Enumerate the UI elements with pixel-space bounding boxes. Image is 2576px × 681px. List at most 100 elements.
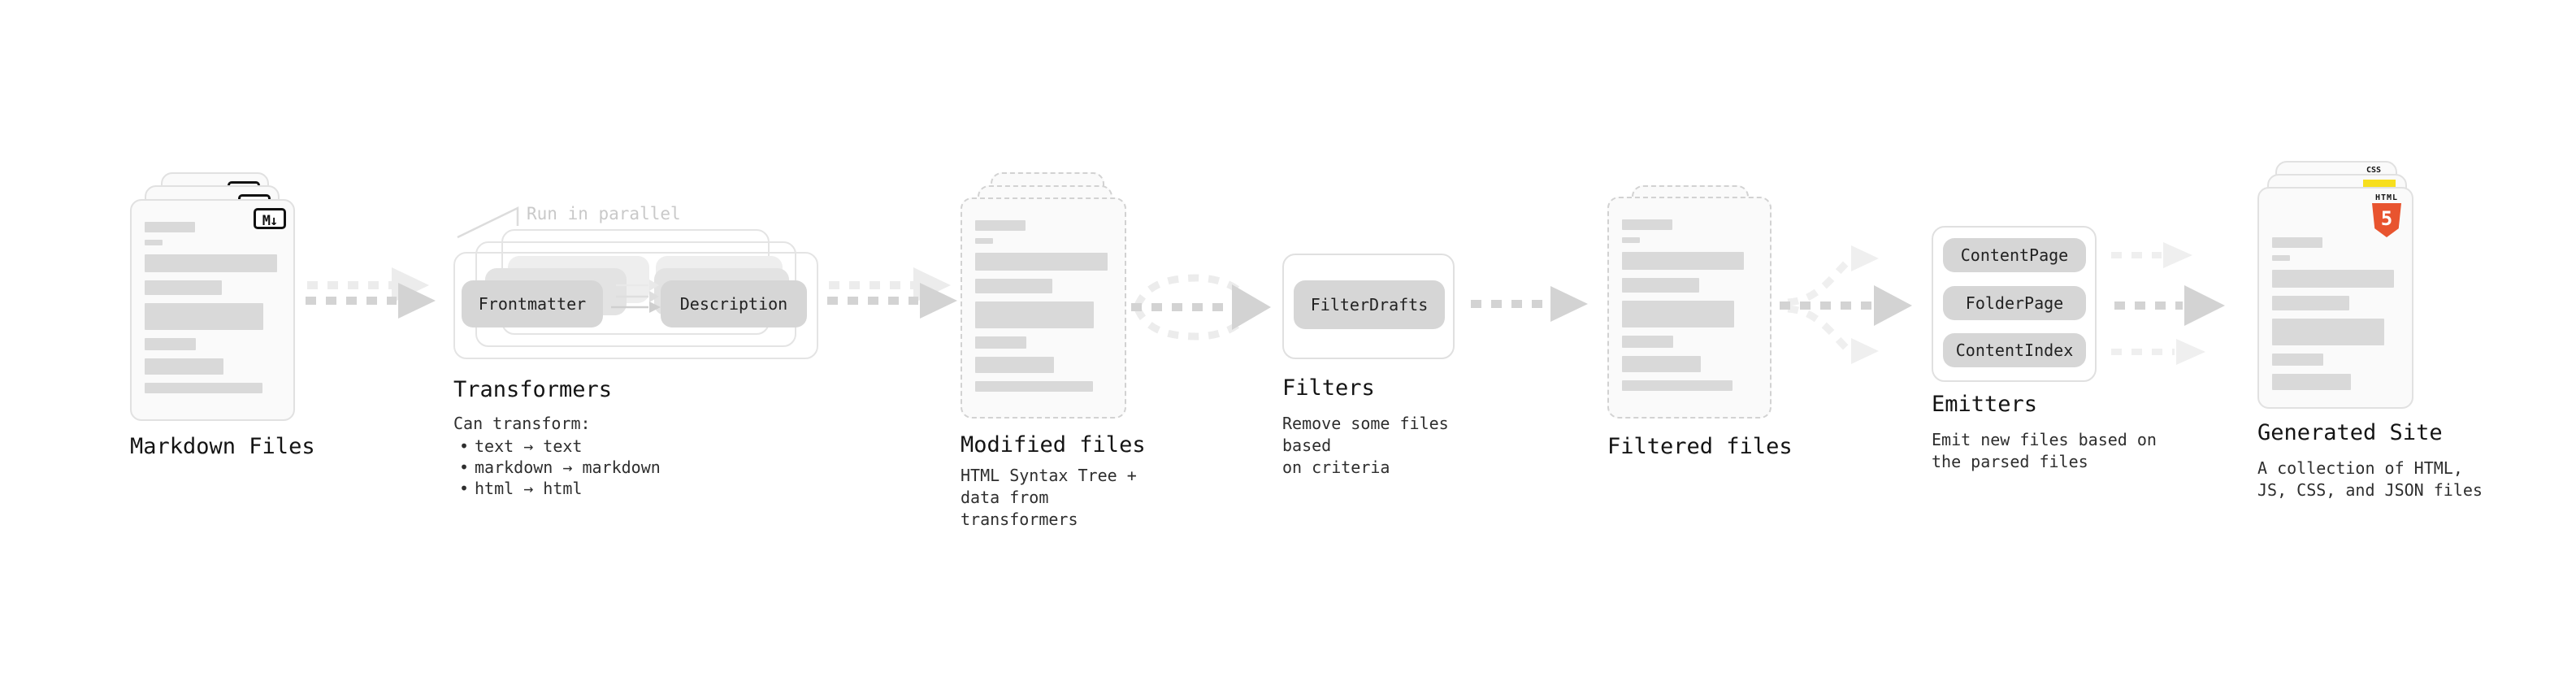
node-filtered-files: Filtered files: [1607, 161, 1802, 470]
filterdrafts-pill: FilterDrafts: [1294, 280, 1445, 329]
bullet-marker: •: [458, 436, 470, 456]
skeleton-bar: [2272, 237, 2322, 248]
arrow-head-faint: [2163, 242, 2192, 268]
skeleton-bar: [975, 381, 1093, 392]
emitters-description: Emit new files based on the parsed files: [1932, 430, 2157, 471]
skeleton-bar: [975, 279, 1052, 293]
node-modified-files: Modified files HTML Syntax Tree + data f…: [961, 161, 1156, 529]
html5-icon-shield: 5: [2372, 203, 2401, 237]
contentpage-pill: ContentPage: [1943, 238, 2086, 272]
skeleton-bar: [1622, 380, 1733, 391]
skeleton-bar: [145, 383, 262, 393]
site-file-card-html: HTML 5: [2257, 187, 2413, 409]
arrow-head-faint: [2176, 339, 2205, 365]
node-generated-site: CSS HTML 5 Generated Site A collectio: [2257, 159, 2485, 517]
arrow-dash: [2114, 301, 2183, 310]
skeleton-bar: [1622, 278, 1699, 293]
bullet-item: • markdown → markdown: [453, 457, 661, 478]
skeleton-bar: [145, 358, 223, 375]
skeleton-bar: [1622, 237, 1640, 243]
fanout-arrow-filtered-to-emitters: [1780, 245, 1912, 364]
css-icon-label: CSS: [2366, 166, 2382, 175]
skeleton-bar: [145, 240, 163, 245]
markdown-file-card-front: M↓: [130, 199, 295, 421]
filters-title: Filters: [1282, 375, 1375, 401]
markdown-icon: M↓: [254, 208, 286, 229]
arrow-dash: [306, 297, 397, 305]
node-emitters: ContentPage FolderPage ContentIndex Emit…: [1932, 226, 2159, 486]
file-skeleton: [975, 220, 1112, 392]
skeleton-bar: [145, 222, 195, 232]
filtered-files-title: Filtered files: [1607, 434, 1793, 459]
skeleton-bar: [1622, 301, 1734, 327]
file-skeleton: [1622, 219, 1757, 391]
arrow-dash-faint: [2111, 252, 2162, 258]
skeleton-bar: [145, 338, 196, 350]
skeleton-bar: [1622, 252, 1744, 270]
skeleton-bar: [975, 301, 1094, 328]
bullet-marker: •: [458, 458, 470, 477]
file-skeleton: [145, 222, 280, 393]
skeleton-bar: [1622, 356, 1701, 372]
skeleton-bar: [975, 220, 1026, 231]
arrow-dash: [1471, 300, 1549, 308]
html5-icon: HTML 5: [2370, 193, 2404, 237]
skeleton-bar: [2272, 354, 2323, 366]
mini-arrow-icon: [611, 301, 661, 313]
contentindex-pill: ContentIndex: [1943, 333, 2086, 367]
skeleton-bar: [2272, 374, 2351, 390]
emitters-title: Emitters: [1932, 392, 2038, 417]
arrow-head: [398, 283, 436, 319]
filters-description: Remove some files based on criteria: [1282, 414, 1449, 477]
skeleton-bar: [2272, 270, 2394, 288]
modified-files-title: Modified files: [961, 432, 1146, 458]
bullet-text: text → text: [475, 436, 583, 456]
skeleton-bar: [975, 238, 993, 244]
arrow-dash: [827, 297, 918, 305]
modified-files-description: HTML Syntax Tree + data from transformer…: [961, 466, 1137, 529]
description-pill: Description: [661, 280, 807, 327]
node-filters: FilterDrafts Filters Remove some files b…: [1282, 254, 1494, 481]
html5-icon-label: HTML: [2374, 193, 2399, 202]
node-transformers: Run in parallel Frontmatter Description …: [453, 202, 843, 510]
transformers-title: Transformers: [453, 377, 613, 402]
skeleton-bar: [1622, 219, 1672, 230]
arrow-head: [920, 283, 957, 319]
run-in-parallel-label: Run in parallel: [527, 204, 681, 223]
skeleton-bar: [2272, 296, 2349, 310]
arrow-dash-ghost: [307, 281, 392, 289]
merge-arrow-modified-to-filters: [1131, 274, 1271, 340]
skeleton-bar: [145, 280, 222, 295]
skeleton-bar: [145, 303, 263, 330]
bullet-item: • html → html: [453, 478, 661, 499]
bullet-marker: •: [458, 479, 470, 498]
triple-arrow-emitters-to-site: [2111, 237, 2266, 380]
arrow-dash-ghost: [829, 281, 913, 289]
folderpage-pill: FolderPage: [1943, 286, 2086, 320]
transformer-layer-box-front: [453, 252, 818, 359]
filtered-file-card-front: [1607, 197, 1772, 419]
generated-site-description: A collection of HTML, JS, CSS, and JSON …: [2257, 458, 2483, 500]
node-markdown-files: M↓ M↓ M↓ Markdown Files: [130, 161, 325, 470]
transformers-caption: Can transform:: [453, 414, 591, 433]
skeleton-bar: [2272, 319, 2384, 345]
modified-file-card-front: [961, 197, 1126, 419]
bullet-text: html → html: [475, 479, 583, 498]
skeleton-bar: [975, 253, 1108, 271]
file-skeleton: [2272, 237, 2399, 398]
flow-arrow-filters-to-filtered: [1471, 281, 1593, 330]
skeleton-bar: [145, 254, 277, 272]
flow-arrow-transformers-to-modified: [827, 265, 965, 330]
flow-arrow-markdown-to-transformers: [306, 265, 444, 330]
bullet-item: •text → text: [453, 436, 661, 457]
frontmatter-pill: Frontmatter: [462, 280, 603, 327]
note-leader-line: [457, 206, 519, 239]
bullet-text: markdown → markdown: [475, 458, 661, 477]
skeleton-bar: [1622, 336, 1673, 348]
arrow-head: [2184, 285, 2225, 326]
generated-site-title: Generated Site: [2257, 420, 2443, 445]
skeleton-bar: [975, 336, 1026, 349]
mini-arrow-icon: [616, 280, 659, 291]
skeleton-bar: [975, 357, 1054, 373]
